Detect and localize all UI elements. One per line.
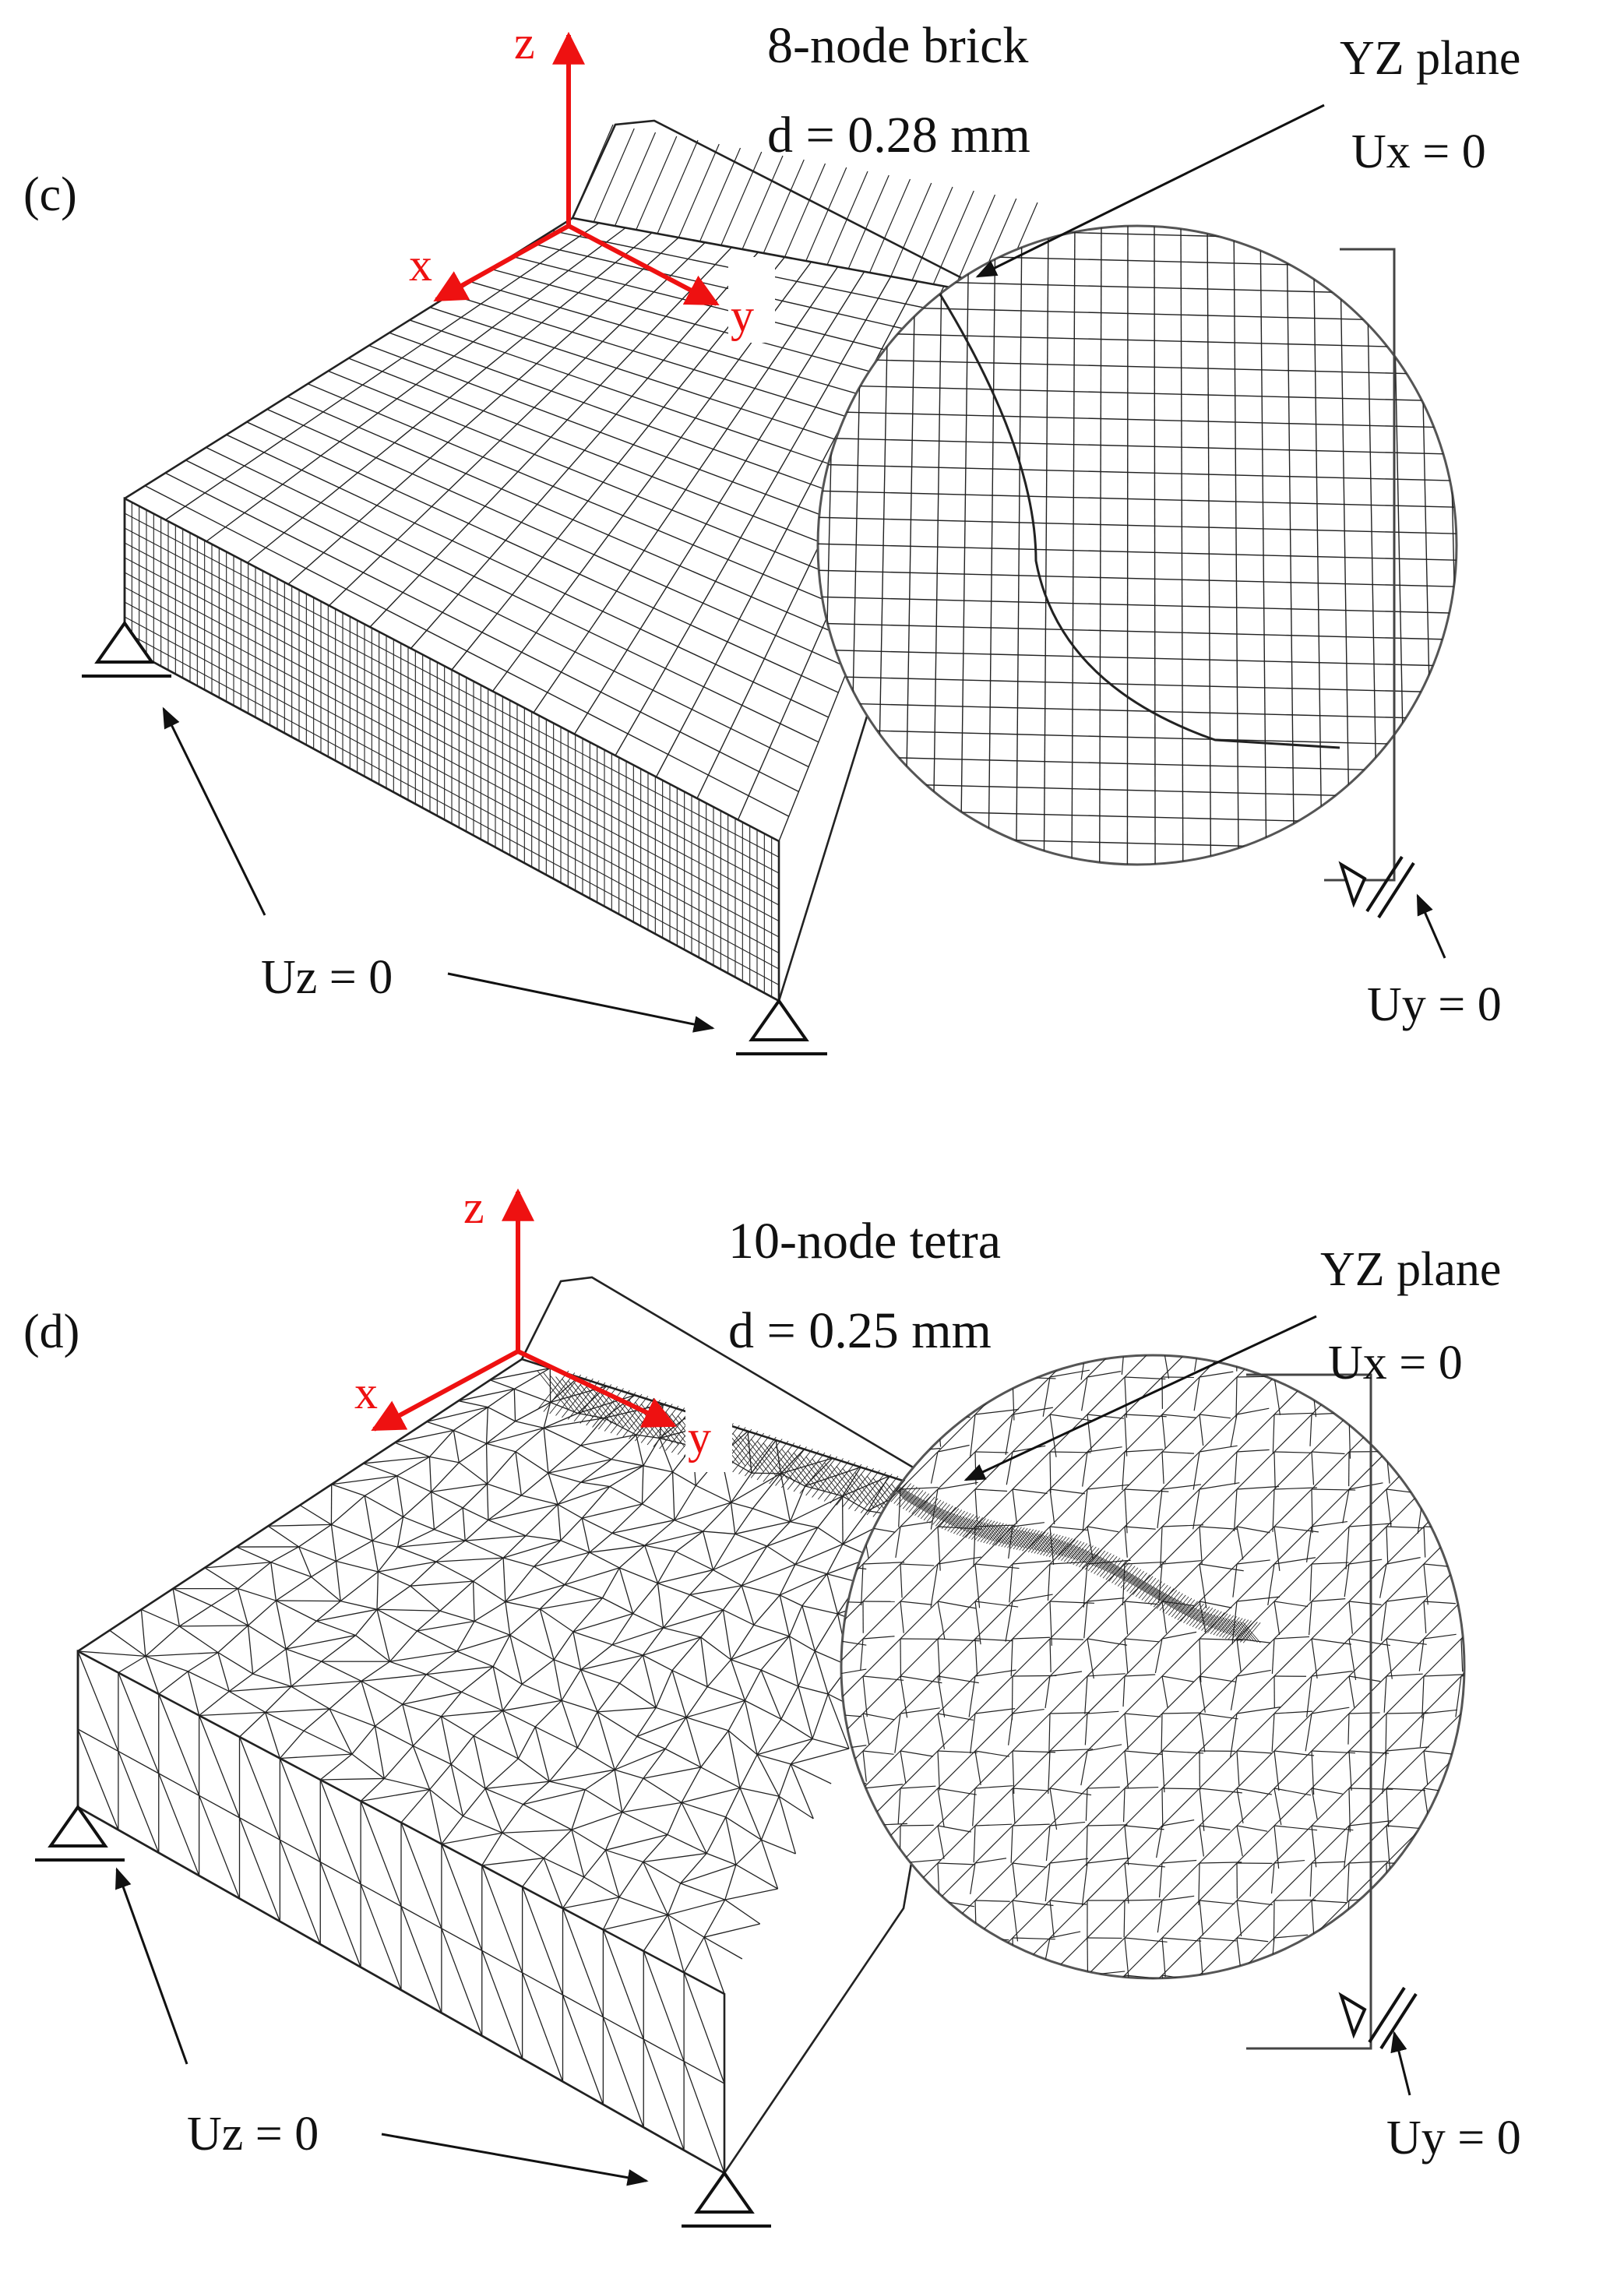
y-axis-c [567, 224, 720, 306]
y-axis-d [516, 1349, 677, 1428]
plane-label-c: YZ plane [1340, 32, 1520, 85]
axis-triad-c: z x y [409, 17, 775, 343]
plane-label-d: YZ plane [1320, 1243, 1501, 1296]
uy-callout-arrow-d [1390, 2031, 1411, 2096]
panel-d: z x y (d) 10-node tetra d = 0.25 mm YZ p… [23, 1182, 1521, 2228]
tetra-mesh-lines [77, 1358, 956, 2174]
uy-callout-arrow-c [1416, 893, 1446, 959]
zoom-detail-circle-d [840, 1354, 1466, 2050]
y-label-backdrop-c [728, 257, 775, 343]
x-axis-d [371, 1349, 520, 1432]
uz-callout-arrow-left-c [162, 706, 266, 916]
axis-triad-d: z x y [354, 1182, 732, 1472]
uy-bc-c: Uy = 0 [1367, 978, 1502, 1031]
pin-support-bottom-d [682, 2170, 771, 2228]
panel-tag-d: (d) [23, 1305, 79, 1358]
uz-callout-arrow-right-d [381, 2133, 649, 2186]
uz-callout-arrow-right-c [447, 972, 715, 1033]
z-label-c: z [514, 17, 535, 69]
plane-bc-c: Ux = 0 [1351, 125, 1486, 178]
uz-bc-d: Uz = 0 [187, 2108, 319, 2161]
tetra-mesh-block [76, 1276, 975, 2175]
uy-bc-d: Uy = 0 [1386, 2112, 1521, 2165]
y-label-backdrop-d [685, 1390, 732, 1472]
roller-support-right-c [1338, 855, 1415, 919]
plane-bc-d: Ux = 0 [1328, 1337, 1463, 1390]
panel-tag-c: (c) [23, 168, 77, 221]
y-label-d: y [688, 1411, 711, 1463]
x-label-d: x [354, 1367, 378, 1418]
plane-callout-arrow-d [963, 1315, 1317, 1481]
x-label-c: x [409, 239, 432, 291]
element-type-d: 10-node tetra [728, 1213, 1001, 1270]
pin-support-bottom-c [736, 998, 827, 1055]
plane-callout-arrow-c [975, 104, 1325, 278]
element-size-c: d = 0.28 mm [767, 107, 1030, 164]
panel-c: z x y (c) 8-node brick d = 0.28 mm YZ pl… [23, 17, 1520, 1055]
roller-support-right-d [1338, 1986, 1418, 2050]
uz-callout-arrow-left-d [115, 1867, 188, 2065]
y-label-c: y [731, 290, 754, 341]
element-type-c: 8-node brick [767, 17, 1028, 74]
element-size-d: d = 0.25 mm [728, 1302, 992, 1359]
x-axis-c [433, 224, 570, 302]
z-label-d: z [463, 1182, 484, 1233]
uz-bc-c: Uz = 0 [261, 951, 393, 1004]
pin-support-left-d [35, 1804, 125, 1862]
pin-support-left-c [82, 620, 171, 678]
